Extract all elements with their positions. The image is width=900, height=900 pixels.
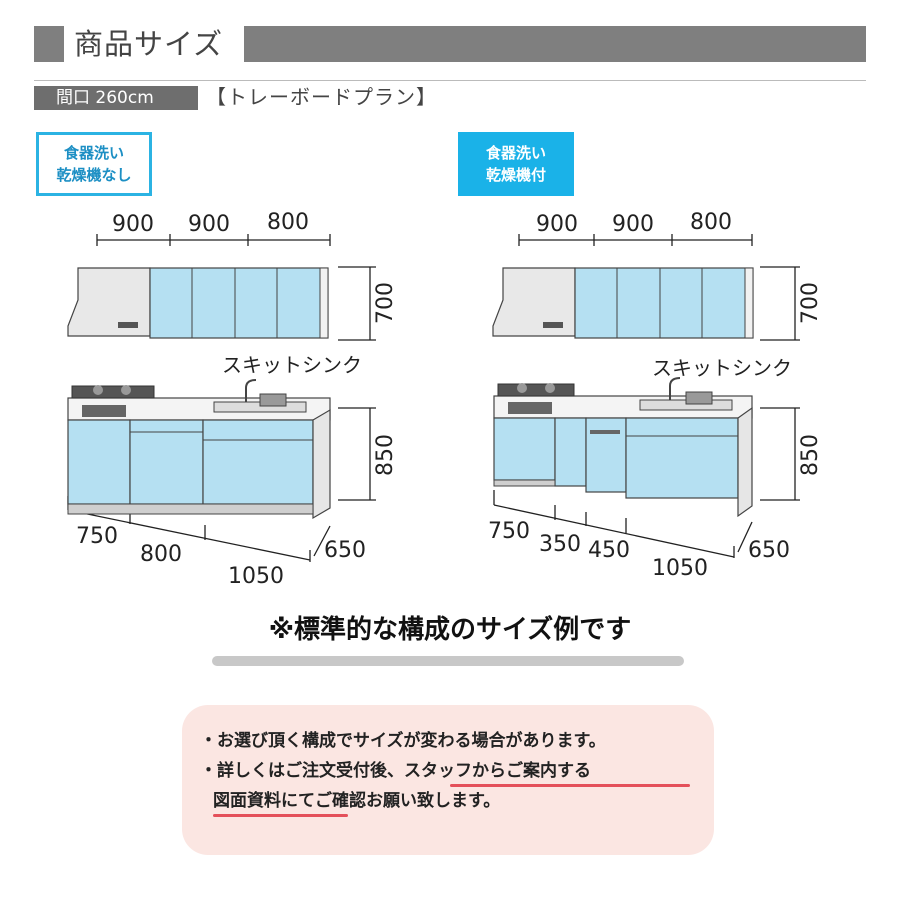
left-upper-cabinets [67, 267, 329, 339]
plan-label: 【トレーボードプラン】 [206, 85, 437, 109]
note-title: ※標準的な構成のサイズ例です [268, 615, 632, 645]
left-depth: 650 [324, 538, 366, 563]
right-upper-cabinets [492, 267, 754, 339]
badge-with-dishwasher-line2: 乾燥機付 [485, 166, 546, 184]
right-upper-width-2: 900 [612, 212, 654, 237]
left-lower-width-2: 800 [140, 542, 182, 567]
right-upper-width-1: 900 [536, 212, 578, 237]
badge-no-dishwasher-line2: 乾燥機なし [56, 166, 132, 184]
info-line-2: ・詳しくはご注文受付後、スタッフからご案内する [200, 758, 591, 784]
highlight-underline-2 [213, 814, 348, 817]
left-upper-width-2: 900 [188, 212, 230, 237]
right-lower-width-3: 450 [588, 538, 630, 563]
left-upper-width-3: 800 [267, 210, 309, 235]
size-label: 間口 260cm [34, 86, 198, 110]
info-line-1: ・お選び頂く構成でサイズが変わる場合があります。 [200, 731, 606, 751]
page-title: 商品サイズ [74, 27, 224, 61]
left-lower-width-1: 750 [76, 524, 118, 549]
kitchen-diagrams [67, 234, 800, 562]
left-upper-width-1: 900 [112, 212, 154, 237]
badge-with-dishwasher-line1: 食器洗い [485, 144, 546, 162]
note-divider [212, 656, 684, 666]
right-sink-label: スキットシンク [652, 356, 792, 380]
header-bar [244, 26, 866, 62]
info-line-2-highlight: スタッフからご案内する [404, 761, 591, 781]
right-lower-width-1: 750 [488, 519, 530, 544]
right-lower-width-4: 1050 [652, 556, 708, 581]
highlight-underline-1 [450, 784, 690, 787]
badge-no-dishwasher-line1: 食器洗い [63, 144, 124, 162]
right-lower-height: 850 [798, 434, 823, 476]
right-upper-height: 700 [798, 282, 823, 324]
right-lower-cabinets [493, 377, 753, 518]
info-line-3: 図面資料にてご確認お願い致します。 [213, 791, 501, 811]
right-depth: 650 [748, 538, 790, 563]
left-upper-height: 700 [373, 282, 398, 324]
info-line-2-prefix: ・詳しくはご注文受付後、 [200, 761, 404, 781]
left-lower-width-3: 1050 [228, 564, 284, 589]
left-lower-cabinets [67, 379, 331, 520]
badge-with-dishwasher: 食器洗い 乾燥機付 [458, 132, 574, 196]
badge-no-dishwasher: 食器洗い 乾燥機なし [36, 132, 152, 196]
left-kitchen-diagram [67, 234, 376, 562]
left-lower-height: 850 [373, 434, 398, 476]
right-upper-width-3: 800 [690, 210, 732, 235]
info-box [182, 705, 714, 855]
header-marker [34, 26, 64, 62]
right-lower-width-2: 350 [539, 532, 581, 557]
left-sink-label: スキットシンク [222, 353, 362, 377]
header-divider [34, 80, 866, 81]
right-kitchen-diagram [493, 234, 800, 558]
